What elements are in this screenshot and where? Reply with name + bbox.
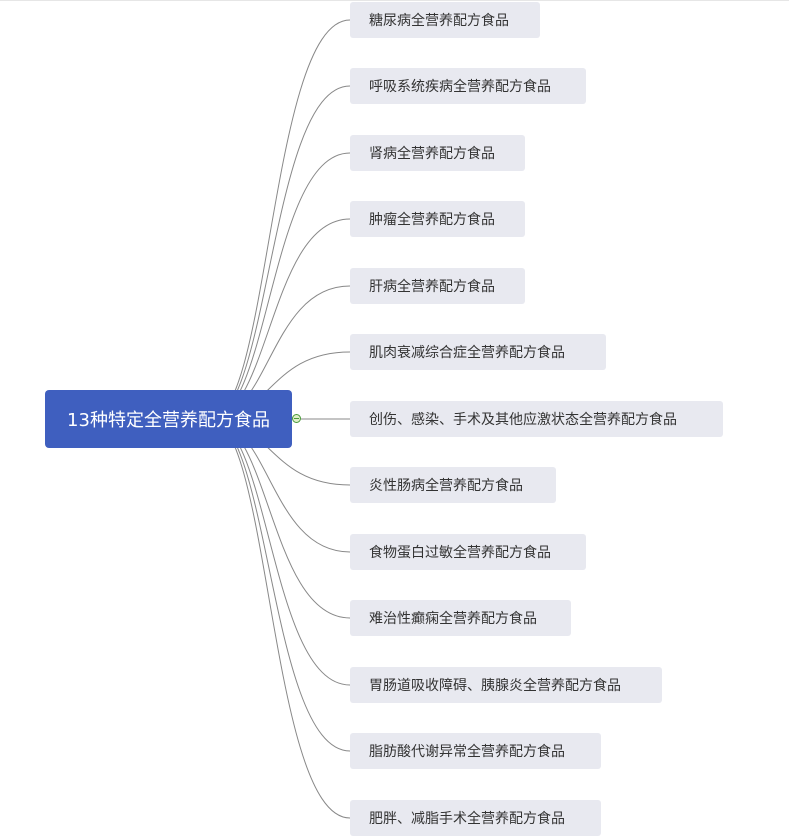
branch-topic-kidney[interactable]: 肾病全营养配方食品 [350, 135, 525, 171]
branch-topic-ibd[interactable]: 炎性肠病全营养配方食品 [350, 467, 556, 503]
branch-topic-allergy[interactable]: 食物蛋白过敏全营养配方食品 [350, 534, 586, 570]
branch-topic-diabetes[interactable]: 糖尿病全营养配方食品 [350, 2, 540, 38]
branch-topic-respiratory[interactable]: 呼吸系统疾病全营养配方食品 [350, 68, 586, 104]
root-topic-label: 13种特定全营养配方食品 [67, 410, 270, 431]
connector-line [209, 418, 351, 752]
branch-topic-label: 肝病全营养配方食品 [369, 279, 495, 295]
branch-topic-label: 胃肠道吸收障碍、胰腺炎全营养配方食品 [369, 678, 621, 694]
collapse-toggle-icon[interactable] [292, 414, 301, 423]
branch-topic-sarcopenia[interactable]: 肌肉衰减综合症全营养配方食品 [350, 334, 606, 370]
branch-topic-tumor[interactable]: 肿瘤全营养配方食品 [350, 201, 525, 237]
branch-topic-label: 呼吸系统疾病全营养配方食品 [369, 79, 551, 95]
branch-topic-fatty-acid[interactable]: 脂肪酸代谢异常全营养配方食品 [350, 733, 601, 769]
branch-topic-label: 炎性肠病全营养配方食品 [369, 478, 523, 494]
root-topic[interactable]: 13种特定全营养配方食品 [45, 390, 292, 448]
branch-topic-label: 脂肪酸代谢异常全营养配方食品 [369, 744, 565, 760]
canvas-top-border [0, 0, 789, 1]
branch-topic-trauma[interactable]: 创伤、感染、手术及其他应激状态全营养配方食品 [350, 401, 723, 437]
branch-topic-liver[interactable]: 肝病全营养配方食品 [350, 268, 525, 304]
branch-topic-malabsorption[interactable]: 胃肠道吸收障碍、胰腺炎全营养配方食品 [350, 667, 662, 703]
branch-topic-epilepsy[interactable]: 难治性癫痫全营养配方食品 [350, 600, 571, 636]
branch-topic-label: 难治性癫痫全营养配方食品 [369, 611, 537, 627]
connector-line [209, 85, 351, 420]
branch-topic-obesity[interactable]: 肥胖、减脂手术全营养配方食品 [350, 800, 601, 836]
branch-topic-label: 肌肉衰减综合症全营养配方食品 [369, 345, 565, 361]
branch-topic-label: 糖尿病全营养配方食品 [369, 13, 509, 29]
connector-line [209, 218, 351, 420]
connector-line [209, 418, 351, 619]
branch-topic-label: 肿瘤全营养配方食品 [369, 212, 495, 228]
branch-topic-label: 食物蛋白过敏全营养配方食品 [369, 545, 551, 561]
branch-topic-label: 肥胖、减脂手术全营养配方食品 [369, 811, 565, 827]
branch-topic-label: 肾病全营养配方食品 [369, 146, 495, 162]
branch-topic-label: 创伤、感染、手术及其他应激状态全营养配方食品 [369, 412, 677, 428]
